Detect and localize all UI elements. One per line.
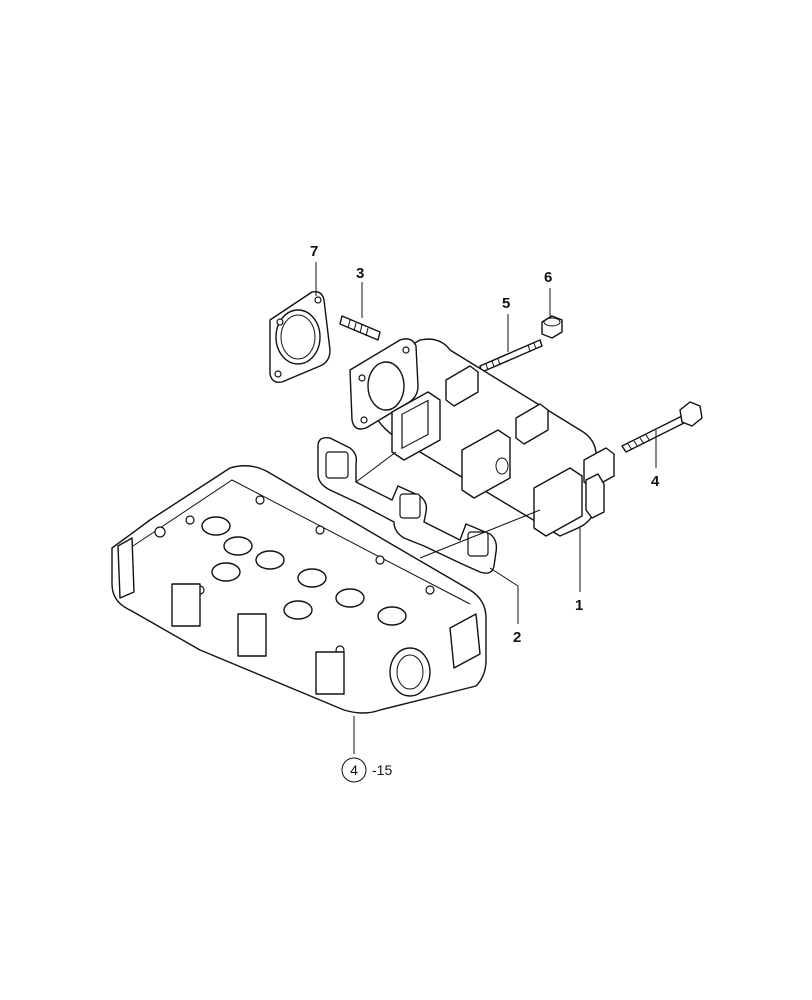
callout-label-4: 4 xyxy=(651,473,660,490)
nut-part-6 xyxy=(541,315,563,339)
cylinder-head xyxy=(111,465,487,714)
callout-label-1: 1 xyxy=(575,597,583,614)
leader-lines xyxy=(315,262,657,754)
exhaust-manifold-part-1 xyxy=(349,338,615,537)
reference-suffix: -15 xyxy=(372,762,392,778)
callout-label-5: 5 xyxy=(502,295,510,312)
callout-label-6: 6 xyxy=(544,269,552,286)
reference-callout: 4 -15 xyxy=(341,757,392,783)
callout-label-3: 3 xyxy=(356,265,364,282)
manifold-gasket-part-2 xyxy=(317,436,498,574)
reference-circle xyxy=(341,757,367,783)
stud-part-5 xyxy=(479,339,543,373)
bolt-part-4 xyxy=(621,401,703,453)
reference-circle-label: 4 xyxy=(350,762,358,778)
callout-label-7: 7 xyxy=(310,243,318,260)
callout-labels: 7 3 6 5 4 1 2 xyxy=(310,243,660,646)
flange-gasket-part-7 xyxy=(269,290,331,384)
callout-label-2: 2 xyxy=(513,629,521,646)
stud-part-3 xyxy=(339,315,381,341)
